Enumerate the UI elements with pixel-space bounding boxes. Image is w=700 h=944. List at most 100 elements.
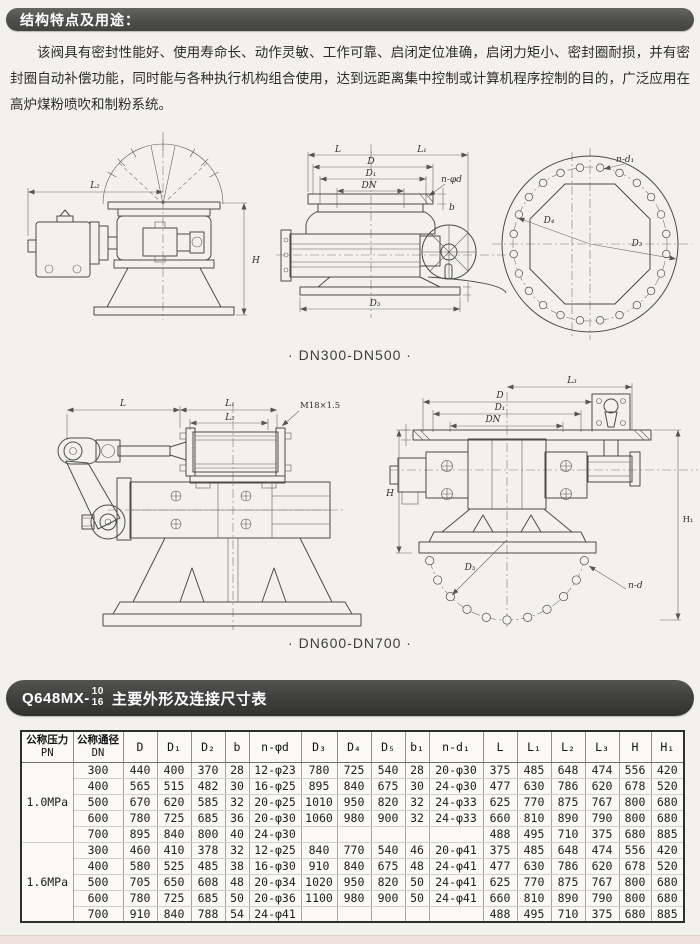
dim-cell: 28 — [404, 761, 430, 779]
dim-cell: 515 — [156, 777, 192, 795]
dim-cell: 440 — [122, 761, 158, 779]
dim-cell: 875 — [550, 873, 586, 891]
dim-cell — [428, 905, 484, 923]
section-title-features: 结构特点及用途： — [20, 11, 140, 28]
dim-cell: 24-φ33 — [428, 809, 484, 827]
catalog-page: { "intro": { "title": "结构特点及用途：", "body"… — [0, 8, 700, 944]
dim-cell: 675 — [370, 857, 406, 875]
dim-cell: 460 — [122, 841, 158, 859]
dim-cell: 488 — [482, 905, 518, 923]
dim-cell: 710 — [550, 825, 586, 843]
dim-cell: 50 — [404, 873, 430, 891]
dim-cell: 770 — [336, 841, 372, 859]
dim-cell: 482 — [190, 777, 226, 795]
dim-cell: 875 — [550, 793, 586, 811]
dn-cell: 600 — [72, 889, 124, 907]
figure-caption-dn300-dn500: · DN300-DN500 · — [288, 347, 412, 363]
dim-cell: 477 — [482, 777, 518, 795]
fraction-bottom: 16 — [91, 697, 104, 708]
dim-cell: 24-φ33 — [428, 793, 484, 811]
dim-cell: 890 — [550, 809, 586, 827]
dim-cell: 1010 — [300, 793, 338, 811]
dn-cell: 700 — [72, 905, 124, 923]
body-bolts-front — [441, 460, 572, 500]
dim-cell: 895 — [300, 777, 338, 795]
dim-cell: 790 — [584, 809, 620, 827]
dim-cell: 678 — [618, 857, 652, 875]
dim-label-l2: L₂ — [224, 413, 235, 423]
dim-cell: 20-φ36 — [248, 889, 302, 907]
dim-cell: 900 — [370, 889, 406, 907]
dim-cell: 370 — [190, 761, 226, 779]
dim-cell: 625 — [482, 793, 518, 811]
dim-cell: 820 — [370, 793, 406, 811]
col-header-dn: 公称通径 DN — [72, 730, 124, 763]
dn-cell: 300 — [72, 841, 124, 859]
intro-paragraph: 该阀具有密封性能好、使用寿命长、动作灵敏、工作可靠、启闭定位准确，启闭力矩小、密… — [10, 45, 690, 112]
col-header: L — [482, 730, 518, 763]
dim-cell: 800 — [618, 889, 652, 907]
dim-cell: 565 — [122, 777, 158, 795]
dim-cell: 420 — [650, 841, 685, 859]
dim-cell: 474 — [584, 761, 620, 779]
dim-cell: 556 — [618, 761, 652, 779]
dim-label-d: D — [495, 391, 503, 401]
dim-cell: 400 — [156, 761, 192, 779]
dim-cell: 20-φ41 — [428, 841, 484, 859]
col-header: L₂ — [550, 730, 586, 763]
dim-cell: 786 — [550, 777, 586, 795]
dim-cell: 648 — [550, 761, 586, 779]
dim-cell: 840 — [300, 841, 338, 859]
dim-cell: 980 — [336, 889, 372, 907]
dim-cell: 678 — [618, 777, 652, 795]
col-header: b₁ — [404, 730, 430, 763]
dim-cell: 625 — [482, 873, 518, 891]
dim-cell: 780 — [122, 889, 158, 907]
dim-label-l2: L₂ — [89, 181, 100, 191]
dim-cell: 800 — [618, 809, 652, 827]
side-view-dn300: L₂ H — [27, 132, 260, 320]
dim-cell: 30 — [224, 777, 250, 795]
dim-cell: 680 — [650, 889, 685, 907]
dim-cell: 16-φ30 — [248, 857, 302, 875]
dim-cell: 680 — [650, 809, 685, 827]
dim-cell: 910 — [300, 857, 338, 875]
dim-cell — [370, 905, 406, 923]
dim-cell: 767 — [584, 793, 620, 811]
dim-label-l1: L₁ — [224, 399, 235, 409]
dim-cell: 840 — [156, 905, 192, 923]
dim-cell: 650 — [156, 873, 192, 891]
bolt-holes — [509, 163, 671, 325]
dim-cell — [428, 825, 484, 843]
dim-cell: 32 — [224, 841, 250, 859]
dim-cell: 680 — [618, 905, 652, 923]
dim-cell: 670 — [122, 793, 158, 811]
col-header: D — [122, 730, 158, 763]
dim-cell: 24-φ30 — [248, 825, 302, 843]
figure-set-dn600-dn700: L L₁ L₂ M18×1.5 — [0, 370, 700, 654]
col-header-pn: 公称压力 PN — [20, 730, 74, 763]
dim-cell: 50 — [404, 889, 430, 907]
dim-cell: 36 — [224, 809, 250, 827]
side-view-dn600: L L₁ L₂ M18×1.5 — [57, 399, 362, 630]
dim-cell: 24-φ30 — [428, 777, 484, 795]
body-bolts — [170, 490, 252, 530]
dim-cell: 32 — [404, 793, 430, 811]
dim-cell: 410 — [156, 841, 192, 859]
dn-cell: 400 — [72, 857, 124, 875]
col-header: D₁ — [156, 730, 192, 763]
col-header: n-φd — [248, 730, 302, 763]
dim-cell: 820 — [370, 873, 406, 891]
dim-cell: 980 — [336, 809, 372, 827]
dim-cell: 540 — [370, 761, 406, 779]
dim-cell: 810 — [516, 889, 552, 907]
dim-cell: 495 — [516, 905, 552, 923]
